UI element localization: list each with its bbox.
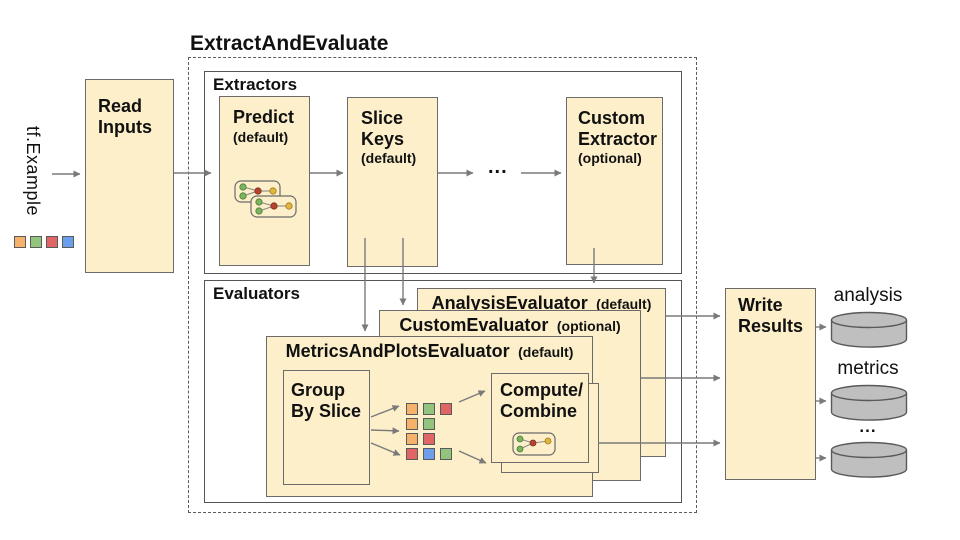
green-square: [30, 236, 42, 248]
metrics-evaluator-label: MetricsAndPlotsEvaluator: [285, 341, 510, 361]
read-inputs-box: Read Inputs: [85, 79, 174, 273]
custom-evaluator-qualifier: (optional): [556, 318, 621, 334]
write-results-box: Write Results: [725, 288, 816, 480]
slice-keys-box: Slice Keys (default): [347, 97, 438, 267]
evaluators-label: Evaluators: [213, 284, 300, 303]
analysis-output-label: analysis: [833, 285, 903, 306]
metrics-database-icon: [830, 384, 908, 421]
green-square: [440, 448, 452, 460]
green-square: [423, 418, 435, 430]
predict-model-graph-icon: [234, 180, 297, 218]
metrics-evaluator-qualifier: (default): [518, 344, 574, 360]
custom-extractor-qualifier: (optional): [578, 150, 642, 167]
input-legend-squares: [14, 236, 74, 248]
metrics-and-plots-evaluator-box: MetricsAndPlotsEvaluator (default) Group…: [266, 336, 599, 497]
sliced-data-row: [406, 418, 452, 430]
analysis-evaluator-qualifier: (default): [596, 296, 652, 312]
blue-square: [62, 236, 74, 248]
compute-combine-graph-icon: [512, 432, 556, 456]
predict-box: Predict (default): [219, 96, 310, 266]
blue-square: [423, 448, 435, 460]
orange-square: [406, 403, 418, 415]
extract-and-evaluate-container: [188, 57, 697, 513]
compute-combine-box: Compute/ Combine: [491, 373, 589, 463]
group-by-slice-label: Group By Slice: [291, 380, 362, 421]
red-square: [406, 448, 418, 460]
red-square: [46, 236, 58, 248]
extractors-label: Extractors: [213, 75, 298, 94]
compute-combine-label-line2: Combine: [500, 400, 578, 421]
custom-evaluator-label: CustomEvaluator: [399, 315, 549, 335]
red-square: [440, 403, 452, 415]
more-outputs-database-icon: [830, 441, 908, 478]
sliced-data-row: [406, 433, 452, 445]
outputs-ellipsis: ...: [859, 417, 877, 436]
input-label: tf.Example: [23, 126, 43, 217]
analysis-evaluator-label: AnalysisEvaluator: [431, 293, 588, 313]
sliced-data-row: [406, 403, 452, 415]
slice-keys-qualifier: (default): [361, 150, 417, 167]
sliced-data-row: [406, 448, 452, 460]
sliced-data-grid: [406, 403, 452, 460]
custom-extractor-box: Custom Extractor (optional): [566, 97, 663, 265]
group-by-slice-box: Group By Slice: [283, 370, 370, 485]
metrics-output-label: metrics: [837, 358, 899, 379]
green-square: [423, 403, 435, 415]
write-results-label: Write Results: [738, 295, 804, 336]
custom-extractor-label: Custom Extractor: [578, 108, 658, 149]
compute-combine-label-line1: Compute/: [500, 380, 583, 400]
analysis-database-icon: [830, 311, 908, 348]
orange-square: [14, 236, 26, 248]
evaluators-container: Evaluators: [204, 280, 682, 503]
diagram-title: ExtractAndEvaluate: [190, 32, 389, 55]
predict-label: Predict: [233, 107, 295, 127]
predict-qualifier: (default): [233, 128, 289, 145]
orange-square: [406, 433, 418, 445]
read-inputs-label: Read Inputs: [98, 96, 152, 137]
red-square: [423, 433, 435, 445]
orange-square: [406, 418, 418, 430]
slice-keys-label: Slice Keys: [361, 108, 405, 149]
extractors-ellipsis: ...: [488, 156, 508, 178]
